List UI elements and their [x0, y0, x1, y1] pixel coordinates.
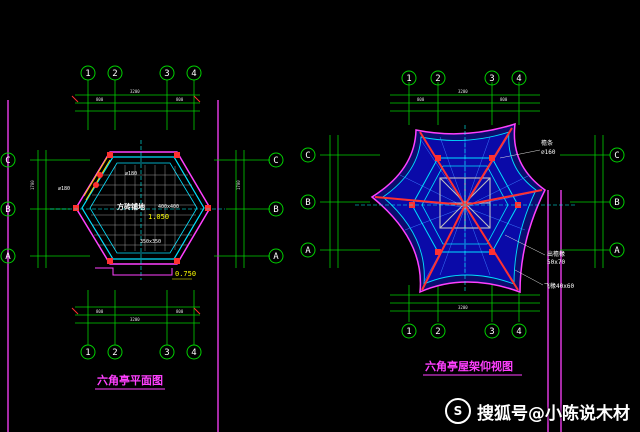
svg-text:2: 2 — [435, 74, 440, 84]
roof-plan-axis-bubbles: 1 2 3 4 1 2 3 4 C B A C B A — [300, 70, 625, 339]
svg-text:3: 3 — [489, 74, 494, 84]
svg-text:B: B — [273, 205, 278, 215]
svg-text:1700: 1700 — [236, 180, 241, 190]
eave-rafter-size: 50x70 — [547, 259, 565, 266]
svg-text:800: 800 — [500, 97, 508, 102]
svg-text:4: 4 — [191, 69, 196, 79]
svg-text:800: 800 — [417, 97, 425, 102]
svg-text:800: 800 — [96, 309, 104, 314]
rafter-size: ∅160 — [541, 149, 556, 156]
svg-text:4: 4 — [516, 327, 521, 337]
svg-text:800: 800 — [96, 97, 104, 102]
svg-text:3: 3 — [489, 327, 494, 337]
svg-text:3200: 3200 — [130, 317, 140, 322]
svg-text:C: C — [5, 156, 10, 166]
svg-text:B: B — [614, 198, 619, 208]
column-size-label: 350x350 — [140, 239, 161, 245]
floor-plan-drawing: 3200 3200 800 800 800 800 1700 1700 — [0, 65, 284, 390]
rafter-label: 檐条 — [541, 139, 553, 147]
watermark-text: 搜狐号@小陈说木材 — [477, 403, 630, 424]
svg-text:2: 2 — [112, 348, 117, 358]
roof-plan-title: 六角亭屋架仰视图 — [425, 359, 513, 373]
svg-text:3200: 3200 — [458, 305, 468, 310]
watermark: S 搜狐号@小陈说木材 — [445, 398, 630, 424]
floor-plan-title: 六角亭平面图 — [97, 373, 163, 387]
svg-text:800: 800 — [176, 309, 184, 314]
svg-text:4: 4 — [191, 348, 196, 358]
svg-text:B: B — [305, 198, 310, 208]
flying-rafter-label: 飞椽40x60 — [544, 282, 574, 290]
floor-paving-label: 方砖铺地 — [117, 202, 145, 211]
eave-rafter-label: 出檐椽 — [547, 250, 565, 258]
roof-plan-drawing: 3200 3200 800 800 — [300, 70, 625, 376]
svg-text:C: C — [305, 151, 310, 161]
svg-text:1: 1 — [85, 69, 90, 79]
floor-plan-axis-bubbles: 1 2 3 4 1 2 3 4 C B A C B A — [0, 65, 284, 360]
sheet-frame-lines — [7, 100, 562, 432]
svg-text:2: 2 — [435, 327, 440, 337]
svg-text:A: A — [305, 246, 311, 256]
inner-diameter-label: ∅180 — [125, 171, 137, 177]
svg-text:1: 1 — [406, 74, 411, 84]
svg-text:3: 3 — [164, 348, 169, 358]
svg-text:C: C — [273, 156, 278, 166]
svg-text:800: 800 — [176, 97, 184, 102]
sohu-logo-icon: S — [445, 398, 471, 424]
column-diameter-label: ∅180 — [58, 186, 70, 192]
svg-text:A: A — [5, 252, 11, 262]
svg-text:1: 1 — [406, 327, 411, 337]
svg-text:B: B — [5, 205, 10, 215]
tile-size-label: 400x400 — [158, 204, 179, 210]
svg-text:3: 3 — [164, 69, 169, 79]
svg-text:3200: 3200 — [130, 89, 140, 94]
svg-text:C: C — [614, 151, 619, 161]
svg-text:1: 1 — [85, 348, 90, 358]
svg-text:2: 2 — [112, 69, 117, 79]
svg-text:A: A — [273, 252, 279, 262]
svg-text:4: 4 — [516, 74, 521, 84]
step-elevation-label: 0.750 — [175, 270, 196, 278]
svg-text:3200: 3200 — [458, 89, 468, 94]
floor-elevation-label: 1.050 — [148, 213, 169, 221]
svg-text:A: A — [614, 246, 620, 256]
svg-text:1700: 1700 — [30, 180, 35, 190]
